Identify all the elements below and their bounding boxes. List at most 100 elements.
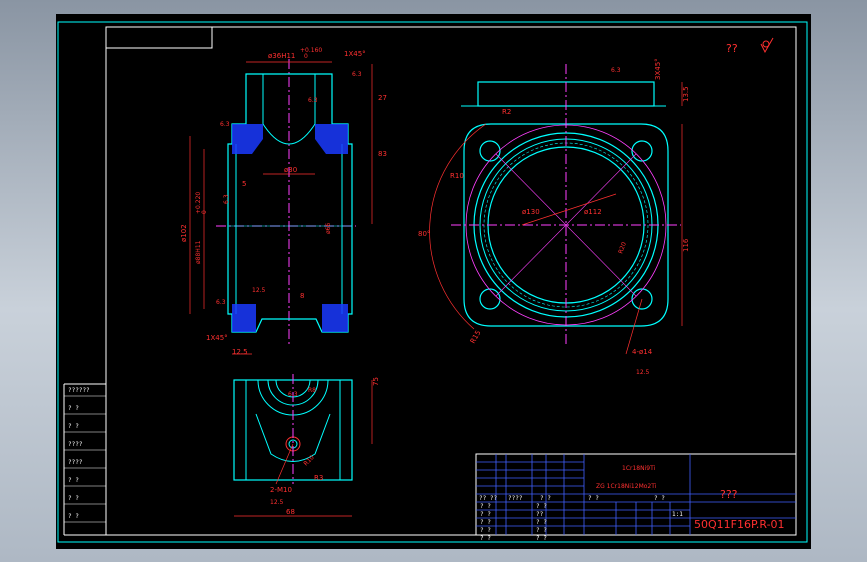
dim-chamfer-boss: 3X45°: [654, 58, 662, 80]
title-cell: ? ?: [480, 519, 491, 526]
scale-value: 1:1: [672, 511, 683, 518]
title-cell: ??: [536, 511, 544, 518]
roughness-arc: 6.3: [288, 391, 298, 398]
dim-68: 68: [286, 508, 295, 516]
title-cell: ? ?: [480, 535, 491, 542]
title-block: 1Cr18Ni9Ti ZG 1Cr18Ni12Mo2Ti ??? 50Q11F1…: [475, 453, 797, 542]
outer-frame: [57, 21, 808, 543]
dim-4-phi14: 4-ø14: [632, 348, 653, 356]
title-cell: ? ?: [480, 511, 491, 518]
dim-R10-bottom: R10: [302, 454, 315, 467]
revision-row-label: ????: [68, 459, 83, 466]
bolt-hole-bl: [479, 288, 501, 310]
dim-75: 75: [372, 377, 380, 386]
material-line-2: ZG 1Cr18Ni12Mo2Ti: [596, 483, 657, 490]
title-header-cell: ? ?: [654, 495, 665, 502]
title-header-cell: ? ?: [540, 495, 551, 502]
flange-outline: [463, 123, 669, 327]
title-cells: ? ?? ?? ???? ?? ?? ?? ?? ?? ?: [480, 503, 547, 542]
side-flange-view: 6.3 3X45° 13.5 R2 R10 ø130 ø112 80° 116 …: [418, 58, 690, 376]
dim-angle-80: 80°: [418, 230, 430, 238]
bottom-body: [255, 413, 331, 462]
title-cell: ? ?: [536, 503, 547, 510]
title-header-cell: ? ?: [588, 495, 599, 502]
title-header-cell: ?? ??: [479, 495, 497, 502]
revision-row-label: ??????: [68, 387, 90, 394]
dim-12-5: 12.5: [232, 348, 248, 356]
dim-phi102: ø102: [180, 224, 188, 242]
corner-box: [105, 26, 213, 49]
dim-R3: R3: [314, 474, 323, 482]
dim-5: 5: [242, 180, 246, 188]
revision-row-label: ? ?: [68, 405, 79, 412]
dim-bore-diameter: ø36H11: [268, 52, 295, 60]
dim-R8: R8: [308, 387, 316, 394]
roughness-inner: 6.3: [308, 97, 318, 104]
bolt-hole-tr: [631, 140, 653, 162]
dim-chamfer-bottom: 1X45°: [206, 334, 228, 342]
finish-circle-icon: [762, 40, 770, 48]
dim-phi88-upper: +0.220: [195, 192, 202, 214]
roughness-bottom: 6.3: [216, 299, 226, 306]
bore-arc: [262, 123, 316, 145]
dim-R15: R15: [469, 329, 483, 345]
title-header-row: ?? ?????? ? ? ? ? ? ?: [479, 495, 665, 502]
dim-phi130: ø130: [522, 208, 540, 216]
roughness-bottom-view: 12.5: [270, 499, 284, 506]
title-cell: ? ?: [536, 535, 547, 542]
dim-13-5: 13.5: [682, 86, 690, 102]
angle-arc: [429, 123, 487, 330]
diag-centerline-b: [495, 153, 637, 297]
title-grid: [476, 454, 796, 535]
side-dim-lines: [521, 82, 683, 355]
hatch-group: [232, 124, 348, 332]
revision-row-label: ????: [68, 441, 83, 448]
bolt-hole-tl: [479, 140, 501, 162]
front-outline: [227, 73, 353, 333]
title-cell: ? ?: [480, 527, 491, 534]
dim-116: 116: [682, 238, 690, 252]
roughness-boss: 6.3: [611, 67, 621, 74]
dim-phi66: ø66: [325, 223, 332, 234]
cad-canvas: ??????? ?? ?????????? ?? ?? ? ??: [56, 14, 811, 549]
bottom-view: 75 R3 R10 2-M10 68 12.5 6.3 R8: [233, 374, 380, 517]
revision-row-label: ? ?: [68, 477, 79, 484]
dim-phi112: ø112: [584, 208, 602, 216]
dim-83: 83: [378, 150, 387, 158]
title-cell: ? ?: [480, 503, 491, 510]
revision-row-label: ? ?: [68, 513, 79, 520]
drawing-number: 50Q11F16P.R-01: [694, 518, 785, 531]
dim-phi30: ø30: [284, 166, 297, 174]
dim-phi88-lower: 0: [201, 210, 208, 214]
material-line-1: 1Cr18Ni9Ti: [622, 465, 656, 472]
revision-block: ?????? ? ? ? ????????? ? ? ? ? ? ?: [64, 387, 106, 523]
dim-27: 27: [378, 94, 387, 102]
dim-R2: R2: [502, 108, 511, 116]
dim-2-M10: 2-M10: [270, 486, 292, 494]
dim-8: 8: [300, 292, 304, 300]
front-dim-lines: [189, 61, 373, 355]
roughness-side: 6.3: [223, 194, 230, 204]
bottom-arc-mid: [267, 379, 319, 406]
front-section-view: ø36H11 +0.160 0 1X45° 6.3 27 83 6.3 ø30 …: [180, 47, 387, 356]
title-cell: ? ?: [536, 519, 547, 526]
bolt-hole-br: [631, 288, 653, 310]
title-header-cell: ????: [508, 495, 523, 502]
roughness-left: 6.3: [220, 121, 230, 128]
dim-R20: R20: [617, 241, 628, 255]
roughness-holes: 12.5: [636, 369, 650, 376]
dim-R10: R10: [450, 172, 464, 180]
roughness-inside: 12.5: [252, 287, 266, 294]
inner-frame: [105, 26, 797, 536]
roughness-note: ??: [726, 42, 738, 55]
revision-row-label: ? ?: [68, 423, 79, 430]
bottom-dim-lines: [234, 380, 373, 517]
roughness-top: 6.3: [352, 71, 362, 78]
dim-tolerance-upper: +0.160: [300, 47, 322, 54]
revision-row-label: ? ?: [68, 495, 79, 502]
part-name: ???: [720, 488, 738, 501]
dim-phi88: ø88H11: [195, 240, 202, 264]
title-cell: ? ?: [536, 527, 547, 534]
dim-chamfer-top: 1X45°: [344, 50, 366, 58]
check-mark-icon: [760, 37, 774, 54]
